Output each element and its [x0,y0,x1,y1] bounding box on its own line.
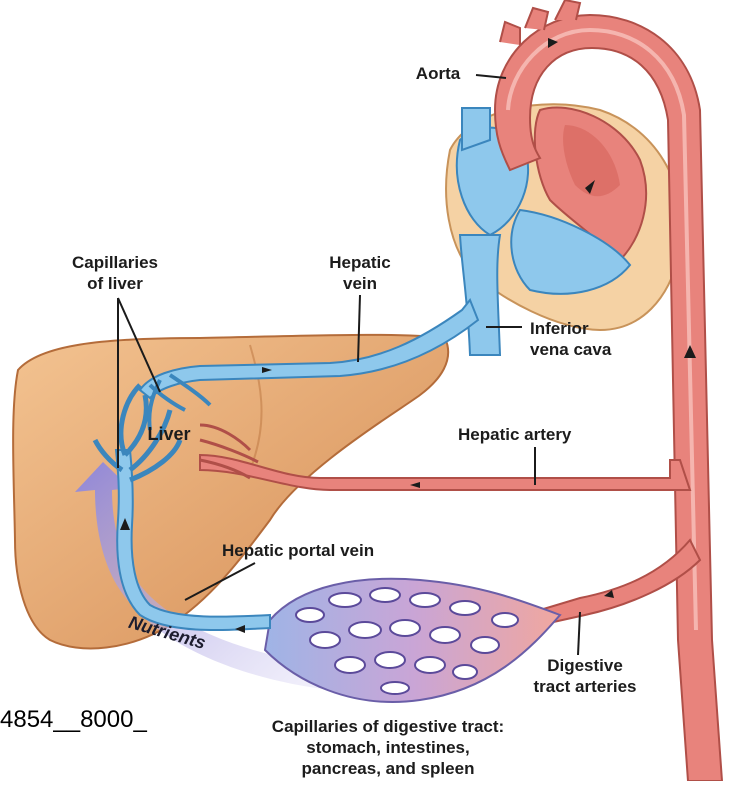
inferior-vena-cava-line-2: vena cava [530,339,611,360]
capillaries-of-liver-label: Capillaries of liver [40,252,190,294]
hepatic-vein-label: Hepatic vein [305,252,415,294]
hepatic-vein-line-2: vein [305,273,415,294]
inferior-vena-cava-label: Inferior vena cava [530,318,611,360]
capillaries-of-digestive-tract-label: Capillaries of digestive tract: stomach,… [228,716,548,779]
capillaries-digestive-line-3: pancreas, and spleen [228,758,548,779]
inferior-vena-cava-line-1: Inferior [530,318,611,339]
figure-id-text: 4854__8000_ [0,706,147,734]
capillaries-of-liver-line-1: Capillaries [40,252,190,273]
inferior-vena-cava [460,235,500,355]
aorta-label: Aorta [398,63,478,84]
capillaries-of-liver-line-2: of liver [40,273,190,294]
digestive-tract-arteries-line-1: Digestive [510,655,660,676]
hepatic-artery-label: Hepatic artery [458,424,571,445]
digestive-tract-arteries-label: Digestive tract arteries [510,655,660,697]
hepatic-vein-line-1: Hepatic [305,252,415,273]
capillaries-digestive-line-1: Capillaries of digestive tract: [228,716,548,737]
liver-label: Liver [132,424,206,445]
capillaries-digestive-line-2: stomach, intestines, [228,737,548,758]
hepatic-portal-vein-label: Hepatic portal vein [222,540,374,561]
digestive-tract-arteries-line-2: tract arteries [510,676,660,697]
